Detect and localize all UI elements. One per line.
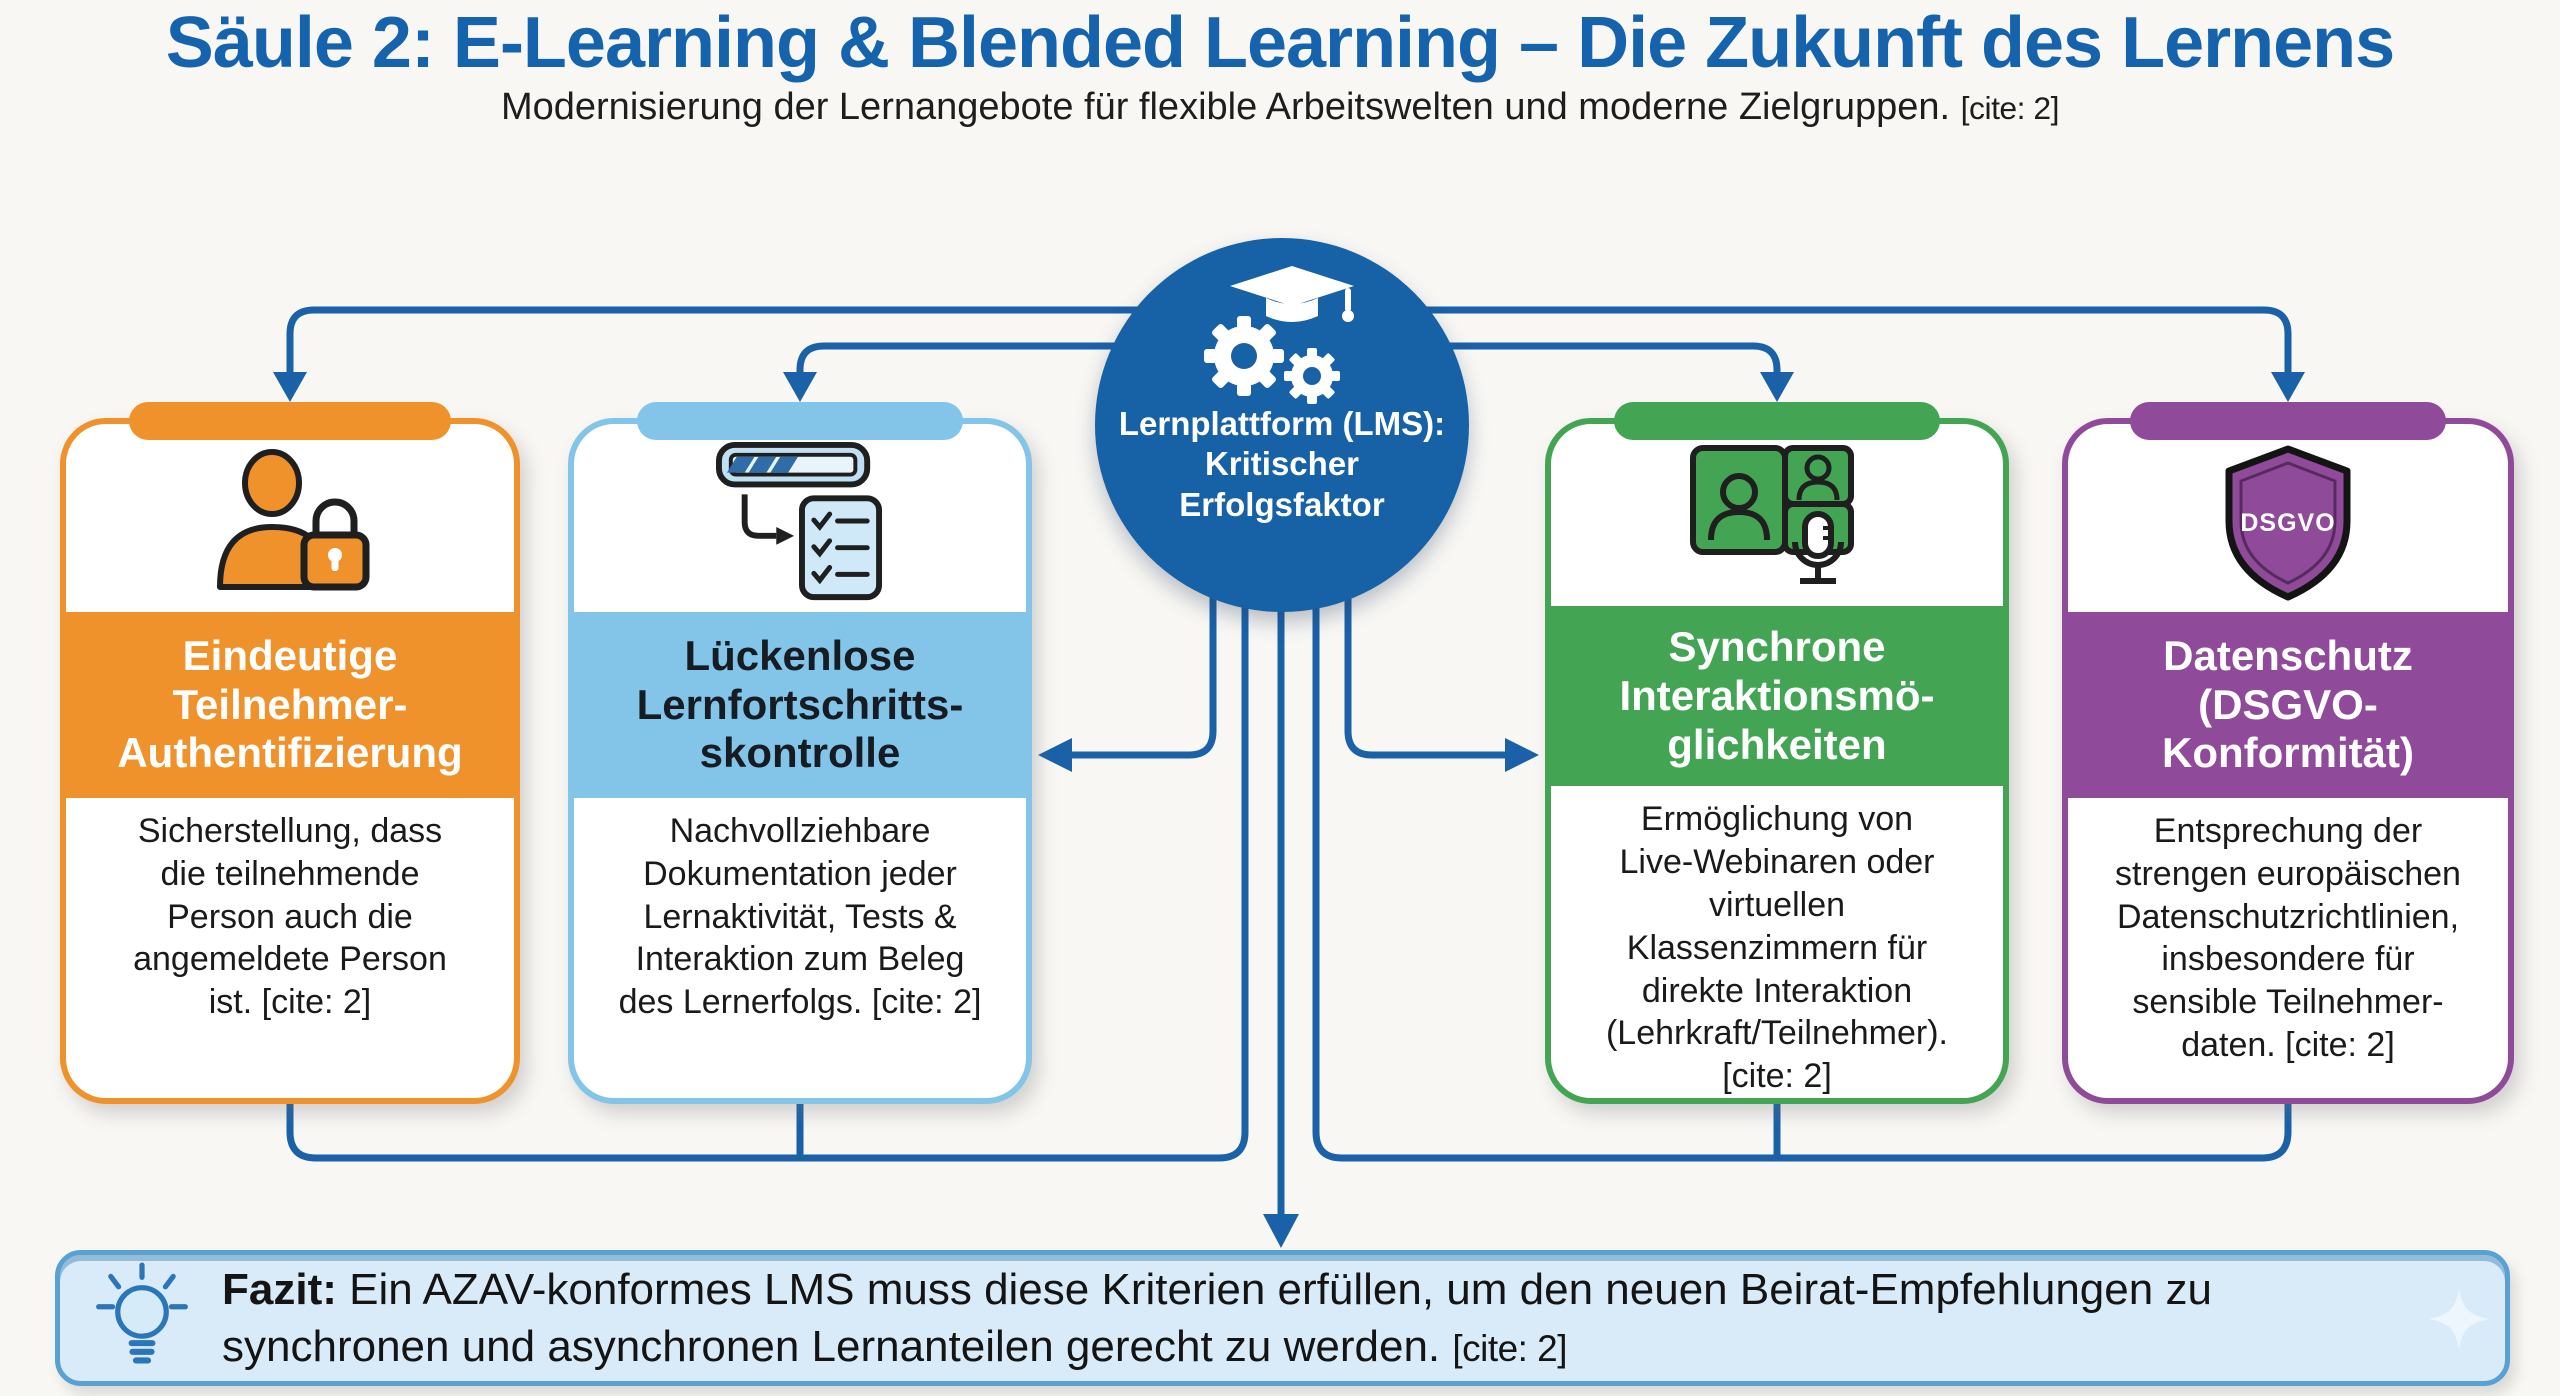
dsgvo-shield-label: DSGVO xyxy=(2240,509,2335,537)
card-body: Ermöglichung von Live-Webinaren oder vir… xyxy=(1605,800,1948,1096)
card-title: Datenschutz (DSGVO- Konformität) xyxy=(2162,631,2414,777)
arrow-center-to-fazit xyxy=(1263,560,1299,1248)
video-call-mic-icon xyxy=(1690,445,1854,585)
arrow-mid-right xyxy=(1344,560,1539,772)
progress-checklist-icon xyxy=(715,441,883,601)
fazit-body: Ein AZAV-konformes LMS muss diese Kriter… xyxy=(222,1264,2212,1371)
arrow-mid-left xyxy=(1038,560,1217,772)
card-teilnehmer-authentifizierung: Eindeutige Teilnehmer- Authentifizierung… xyxy=(60,402,520,1104)
card-top-pill xyxy=(128,402,452,440)
page-title: Säule 2: E-Learning & Blended Learning –… xyxy=(165,3,2395,83)
fazit-citation: [cite: 2] xyxy=(1452,1328,1567,1369)
card-body: Entsprechung der strengen europäischen D… xyxy=(2115,812,2461,1065)
fazit-label: Fazit: xyxy=(222,1264,337,1314)
lms-circle-label: Lernplattform (LMS): Kritischer Erfolgsf… xyxy=(1118,405,1446,523)
page-subtitle: Modernisierung der Lernangebote für flex… xyxy=(0,86,2560,129)
card-datenschutz: DSGVO Datenschutz (DSGVO- Konformität) E… xyxy=(2062,402,2514,1104)
dsgvo-shield-icon: DSGVO xyxy=(2225,445,2351,601)
connector-bottom-left xyxy=(286,560,1249,1162)
card-synchrone-interaktion: Synchrone Interaktionsmö- glichkeiten Er… xyxy=(1545,402,2009,1104)
card-top-pill xyxy=(1614,402,1940,440)
card-title: Lückenlose Lernfortschritts- skontrolle xyxy=(636,631,964,777)
card-lernfortschrittskontrolle: Lückenlose Lernfortschritts- skontrolle … xyxy=(568,402,1032,1104)
subtitle-citation: [cite: 2] xyxy=(1960,90,2060,126)
connector-bottom-right xyxy=(1312,560,2292,1162)
card-body: Sicherstellung, dass die teilnehmende Pe… xyxy=(133,812,447,1022)
sparkle-icon xyxy=(2429,1289,2489,1349)
subtitle-text: Modernisierung der Lernangebote für flex… xyxy=(500,86,1951,128)
gears-graduation-cap-icon xyxy=(1204,266,1354,404)
lightbulb-icon xyxy=(96,1262,188,1364)
fazit-box: Fazit: Ein AZAV-konformes LMS muss diese… xyxy=(55,1250,2510,1386)
card-title: Eindeutige Teilnehmer- Authentifizierung xyxy=(117,631,463,777)
card-top-pill xyxy=(637,402,963,440)
card-top-pill xyxy=(2129,402,2447,440)
lms-circle: Lernplattform (LMS): Kritischer Erfolgsf… xyxy=(1095,238,1469,612)
card-body: Nachvollziehbare Dokumentation jeder Ler… xyxy=(618,812,982,1022)
fazit-text: Fazit: Ein AZAV-konformes LMS muss diese… xyxy=(222,1261,2505,1375)
card-title: Synchrone Interaktionsmö- glichkeiten xyxy=(1619,623,1935,768)
user-lock-icon xyxy=(217,449,370,591)
